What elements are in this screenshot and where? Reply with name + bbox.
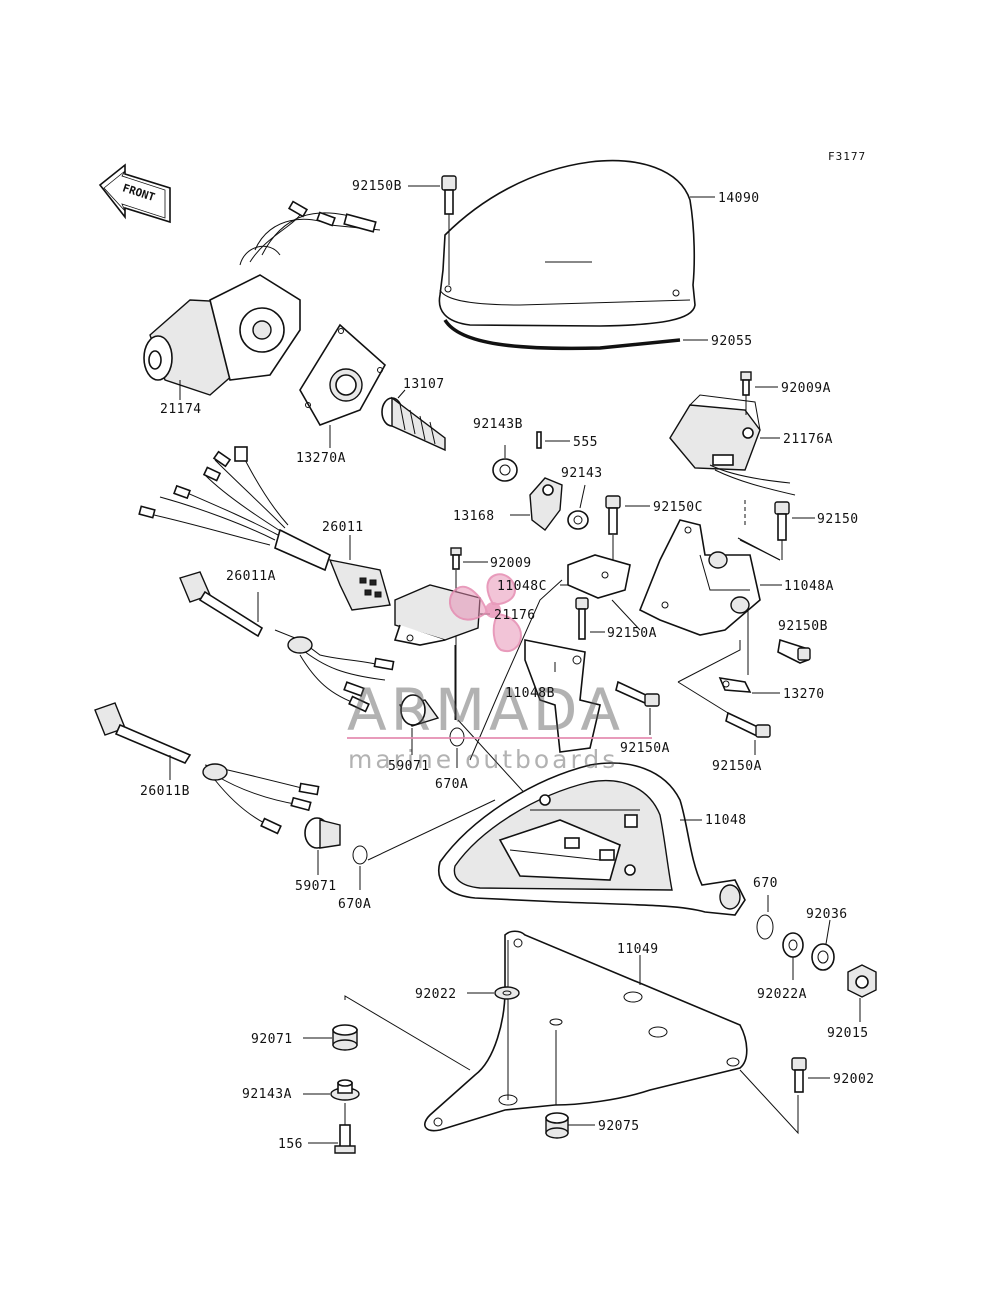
label-26011A: 26011A — [226, 569, 276, 584]
front-direction-arrow: FRONT — [98, 163, 171, 224]
alignment-lines — [454, 539, 781, 811]
label-59071-upper: 59071 — [388, 759, 430, 774]
bracket-11048A — [638, 500, 782, 636]
bolt-92150A-right — [725, 711, 771, 755]
label-92036: 92036 — [806, 907, 848, 922]
label-92150B-top: 92150B — [352, 179, 402, 194]
plate-13270A — [299, 323, 387, 448]
label-21176: 21176 — [494, 608, 536, 623]
label-670A-lower: 670A — [338, 897, 371, 912]
label-92143A: 92143A — [242, 1087, 292, 1102]
label-13168: 13168 — [453, 509, 495, 524]
bolt-92150 — [774, 501, 815, 560]
lever-13168 — [510, 477, 563, 531]
harness-26011A — [179, 571, 395, 713]
label-13270A: 13270A — [296, 451, 346, 466]
label-26011B: 26011B — [140, 784, 190, 799]
clip-13270 — [718, 610, 780, 694]
seal-92055 — [443, 319, 681, 351]
mount-92071 — [332, 995, 471, 1071]
bracket-11048B — [524, 639, 601, 753]
washer-92143 — [567, 484, 589, 530]
bolt-92150A-low — [615, 680, 660, 735]
watermark-logo: ARMADA marine outboards — [347, 573, 652, 774]
label-92022A: 92022A — [757, 987, 807, 1002]
callout-labels: 92150B 14090 92055 21174 13107 13270A 92… — [140, 179, 875, 1152]
figure-code: F3177 — [828, 150, 866, 163]
motor-21174 — [143, 200, 381, 400]
screw-92009A — [740, 371, 778, 415]
propeller-icon — [448, 573, 522, 653]
label-13107: 13107 — [403, 377, 445, 392]
label-59071-lower: 59071 — [295, 879, 337, 894]
plate-11049 — [424, 930, 748, 1132]
bolt-92150B — [441, 175, 457, 285]
label-92022: 92022 — [415, 987, 457, 1002]
label-92143B: 92143B — [473, 417, 523, 432]
label-555: 555 — [573, 435, 598, 450]
label-156: 156 — [278, 1137, 303, 1152]
collar-92143B — [492, 445, 518, 482]
switch-59071-lower — [304, 817, 341, 875]
label-11048: 11048 — [705, 813, 747, 828]
label-92150C: 92150C — [653, 500, 703, 515]
watermark-tagline: marine outboards — [348, 745, 618, 774]
grommet-92022 — [494, 986, 520, 1000]
collar-92143A — [330, 1079, 360, 1101]
label-92002: 92002 — [833, 1072, 875, 1087]
label-11048C: 11048C — [497, 579, 547, 594]
label-92075: 92075 — [598, 1119, 640, 1134]
label-92055: 92055 — [711, 334, 753, 349]
label-92009: 92009 — [490, 556, 532, 571]
mount-92075 — [545, 1112, 595, 1139]
label-92071: 92071 — [251, 1032, 293, 1047]
bolt-92150B-right — [777, 638, 811, 664]
bolt-92002 — [739, 1057, 830, 1135]
label-14090: 14090 — [718, 191, 760, 206]
switch-21176A — [669, 394, 796, 496]
label-92150: 92150 — [817, 512, 859, 527]
label-92150A-low: 92150A — [620, 741, 670, 756]
switch-59071-upper — [398, 694, 440, 755]
watermark-brand: ARMADA — [347, 676, 624, 744]
nut-92015 — [847, 964, 877, 1022]
oring-670 — [756, 895, 774, 940]
bolt-156 — [334, 1103, 356, 1154]
oring-670A-lower — [352, 799, 496, 890]
shaft-13107 — [381, 389, 446, 452]
label-92150B-right: 92150B — [778, 619, 828, 634]
label-11048A: 11048A — [784, 579, 834, 594]
label-92015: 92015 — [827, 1026, 869, 1041]
label-670A-upper: 670A — [435, 777, 468, 792]
label-670: 670 — [753, 876, 778, 891]
label-21174: 21174 — [160, 402, 202, 417]
block-11048C — [560, 554, 641, 631]
label-92150A-mid: 92150A — [607, 626, 657, 641]
cover-14090 — [438, 159, 696, 351]
label-92150A-right: 92150A — [712, 759, 762, 774]
washer-92022A — [782, 932, 804, 980]
bolt-92150A-mid — [575, 597, 605, 640]
spacer-92036 — [811, 919, 835, 971]
label-11049: 11049 — [617, 942, 659, 957]
label-92009A: 92009A — [781, 381, 831, 396]
pin-555 — [536, 431, 570, 449]
label-92143: 92143 — [561, 466, 603, 481]
label-21176A: 21176A — [783, 432, 833, 447]
bolt-92150C — [605, 495, 650, 560]
label-26011: 26011 — [322, 520, 364, 535]
label-11048B: 11048B — [505, 686, 555, 701]
harness-26011 — [138, 446, 391, 611]
harness-26011B — [94, 702, 320, 835]
label-13270: 13270 — [783, 687, 825, 702]
housing-11048 — [438, 762, 746, 916]
